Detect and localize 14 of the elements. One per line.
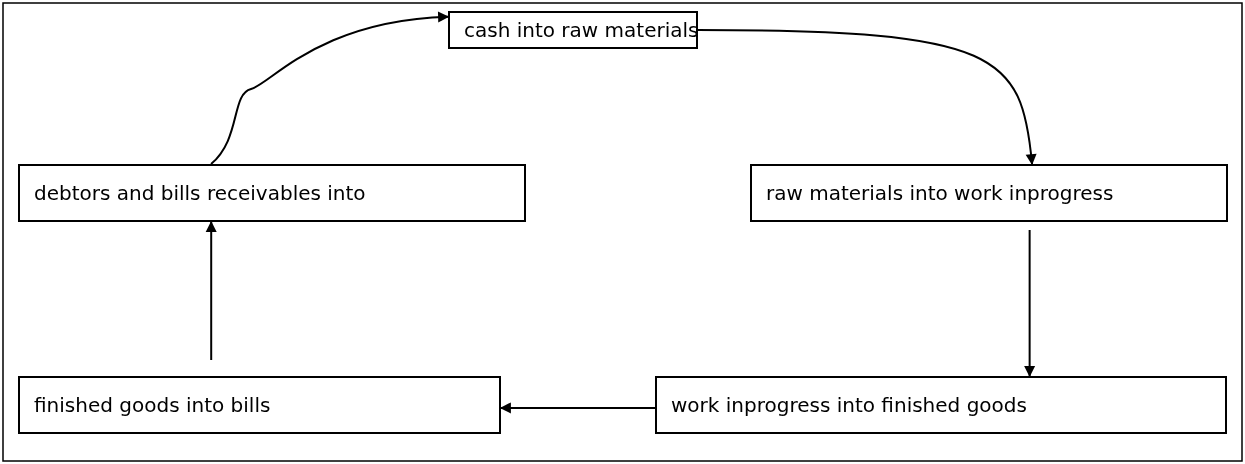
process-box — [750, 164, 1228, 222]
step-label: debtors and bills receivables into — [34, 181, 366, 205]
process-box — [18, 164, 526, 222]
arrow — [1024, 229, 1036, 378]
process-box — [18, 376, 501, 434]
arrow — [205, 220, 217, 361]
step-label: finished goods into bills — [34, 393, 271, 417]
process-box — [448, 11, 698, 49]
arrow — [210, 11, 450, 165]
arrow — [697, 29, 1037, 166]
step-label: cash into raw materials — [464, 18, 699, 42]
step-label: work inprogress into finished goods — [671, 393, 1027, 417]
process-box — [655, 376, 1227, 434]
step-label: raw materials into work inprogress — [766, 181, 1114, 205]
